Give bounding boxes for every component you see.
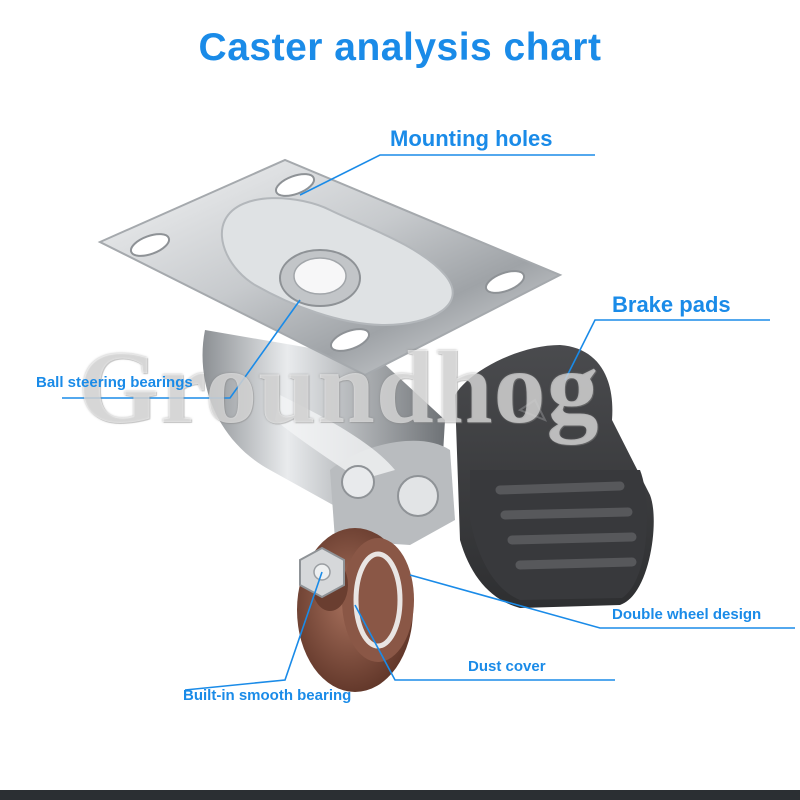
leader-double-wheel-design [409, 574, 795, 629]
watermark-text: Groundhog [78, 330, 600, 445]
bottom-bar [0, 790, 800, 800]
leader-dust-cover [354, 604, 615, 681]
callout-double-wheel-design: Double wheel design [612, 606, 762, 623]
callout-dust-cover: Dust cover [468, 658, 546, 675]
brake-pedal [455, 345, 654, 608]
callout-built-in-smooth-bearing: Built-in smooth bearing [183, 687, 352, 704]
mounting-plate [97, 158, 563, 377]
fork-rivets [341, 465, 439, 517]
callout-ball-steering-bearings: Ball steering bearings [36, 374, 193, 391]
swivel-fork [202, 330, 455, 545]
leader-built-in-smooth-bearing [184, 571, 323, 691]
page-title: Caster analysis chart [198, 26, 602, 69]
callout-mounting-holes: Mounting holes [390, 126, 553, 151]
leader-lines [62, 154, 795, 691]
leader-mounting-holes [299, 154, 595, 196]
leader-brake-pads [564, 319, 770, 381]
callout-brake-pads: Brake pads [612, 292, 731, 317]
leader-ball-steering-bearings [62, 299, 301, 399]
